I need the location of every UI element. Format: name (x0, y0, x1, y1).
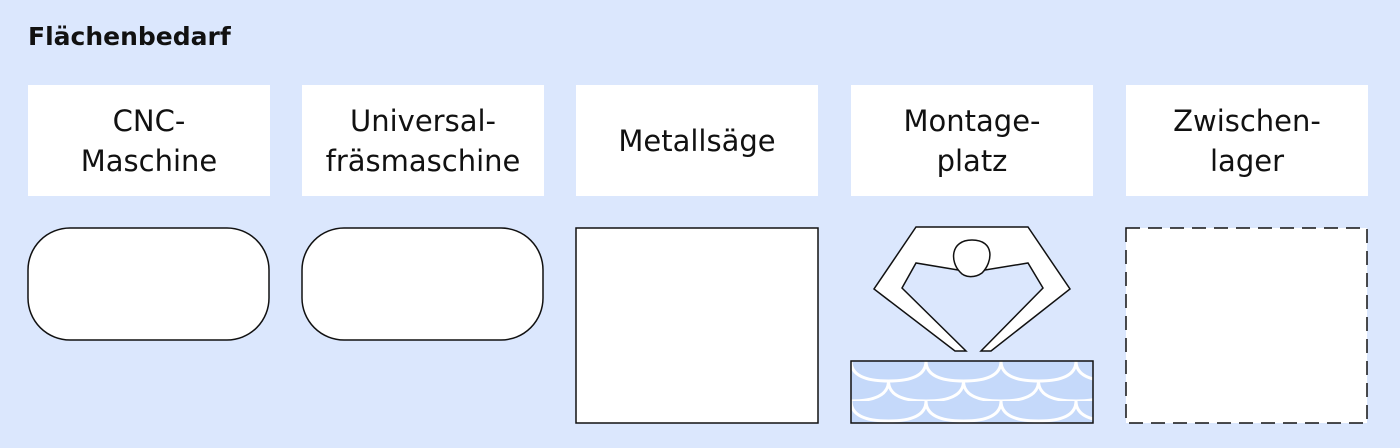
label-montageplatz: Montage-platz (851, 85, 1093, 196)
page-title: Flächenbedarf (28, 22, 231, 51)
label-metallsaege: Metallsäge (576, 85, 818, 196)
metallsaege-shape (575, 227, 819, 424)
assembly-table-shape (850, 360, 1094, 424)
label-line: lager (1209, 143, 1284, 178)
label-cnc-maschine: CNC- Maschine (28, 85, 270, 196)
universalfraesmaschine-shape (301, 227, 544, 341)
label-line: Maschine (80, 143, 218, 178)
label-line: Metallsäge (618, 123, 776, 158)
label-line: fräsmaschine (325, 143, 521, 178)
zwischenlager-shape (1125, 227, 1368, 424)
label-universalfraesmaschine: Universal-fräsmaschine (302, 85, 544, 196)
worker-icon (872, 226, 1072, 352)
label-line: Universal- (350, 103, 496, 138)
label-line: Montage- (903, 103, 1041, 138)
label-line: platz (936, 143, 1008, 178)
label-line: CNC- (112, 103, 186, 138)
cnc-maschine-shape (27, 227, 270, 341)
label-zwischenlager: Zwischen-lager (1126, 85, 1368, 196)
label-line: Zwischen- (1173, 103, 1321, 138)
